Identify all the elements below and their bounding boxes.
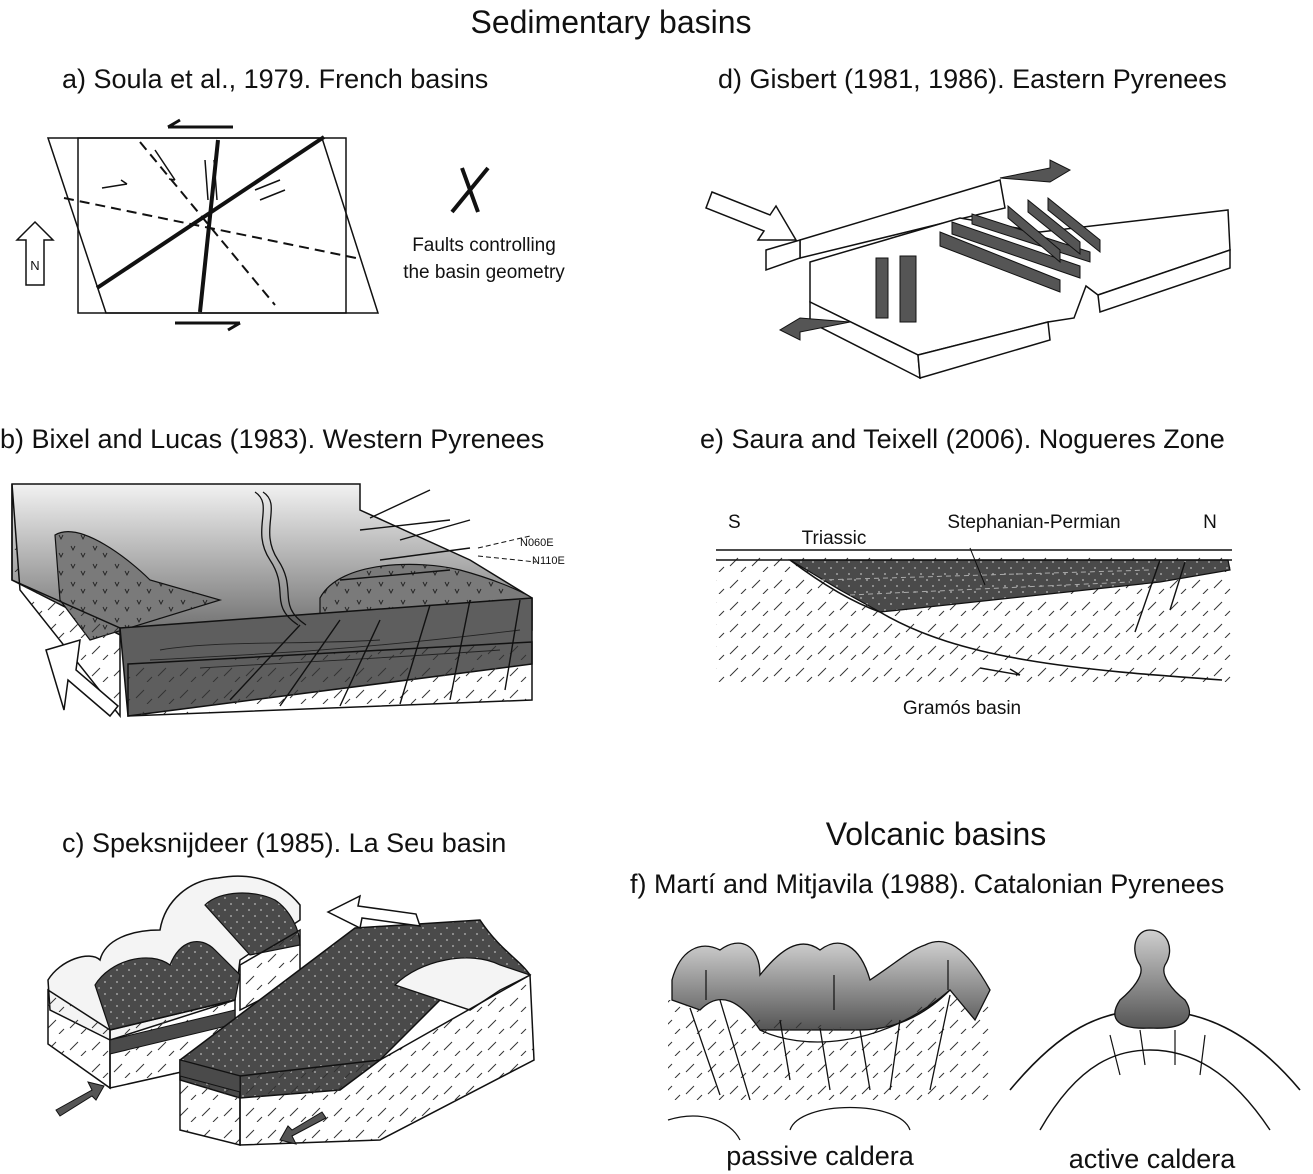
north-arrow-icon xyxy=(45,638,120,718)
north-arrow-icon xyxy=(705,191,798,241)
panel-a-diagram xyxy=(46,118,380,332)
north-arrow-icon xyxy=(15,220,55,286)
panel-d: d) Gisbert (1981, 1986). Eastern Pyrenee… xyxy=(705,64,1231,380)
north-arrow-icon xyxy=(326,894,422,930)
panel-f-heading: f) Martí and Mitjavila (1988). Catalonia… xyxy=(630,869,1224,899)
panel-d-block-diagram xyxy=(765,179,1231,380)
panel-b-heading: b) Bixel and Lucas (1983). Western Pyren… xyxy=(0,424,544,454)
label-south: S xyxy=(728,512,741,533)
label-gramos-basin: Gramós basin xyxy=(903,698,1021,719)
label-passive-caldera: passive caldera xyxy=(726,1141,915,1171)
shear-arrow-icon xyxy=(778,159,1072,341)
panel-d-heading: d) Gisbert (1981, 1986). Eastern Pyrenee… xyxy=(718,64,1227,94)
title-sedimentary-basins: Sedimentary basins xyxy=(470,4,751,40)
title-volcanic-basins: Volcanic basins xyxy=(826,816,1047,852)
panel-c: c) Speksnijdeer (1985). La Seu basin xyxy=(47,828,535,1146)
legend-line-2: the basin geometry xyxy=(403,262,565,283)
label-n110e: N110E xyxy=(532,555,565,567)
north-label: N xyxy=(30,258,39,273)
label-active-caldera: active caldera xyxy=(1069,1144,1237,1174)
panel-e: e) Saura and Teixell (2006). Nogueres Zo… xyxy=(700,424,1232,719)
panel-c-block-diagram xyxy=(47,875,535,1146)
passive-caldera-diagram xyxy=(667,940,991,1141)
active-caldera-diagram xyxy=(1009,929,1301,1131)
panel-a-heading: a) Soula et al., 1979. French basins xyxy=(62,64,488,94)
panel-c-heading: c) Speksnijdeer (1985). La Seu basin xyxy=(62,828,506,858)
shear-arrow-icon xyxy=(55,1081,327,1145)
panel-b-block-diagram xyxy=(11,483,537,719)
panel-e-heading: e) Saura and Teixell (2006). Nogueres Zo… xyxy=(700,424,1225,454)
legend-line-1: Faults controlling xyxy=(412,235,556,256)
panel-b: b) Bixel and Lucas (1983). Western Pyren… xyxy=(0,424,565,719)
label-stephanian-permian: Stephanian-Permian xyxy=(947,512,1120,533)
panel-f: f) Martí and Mitjavila (1988). Catalonia… xyxy=(630,869,1301,1174)
fault-legend-icon xyxy=(450,166,490,214)
label-north: N xyxy=(1203,512,1217,533)
panel-a: a) Soula et al., 1979. French basins N F… xyxy=(15,64,565,332)
panel-e-cross-section xyxy=(716,547,1232,683)
label-triassic: Triassic xyxy=(802,528,867,549)
label-n060e: N060E xyxy=(520,537,554,549)
